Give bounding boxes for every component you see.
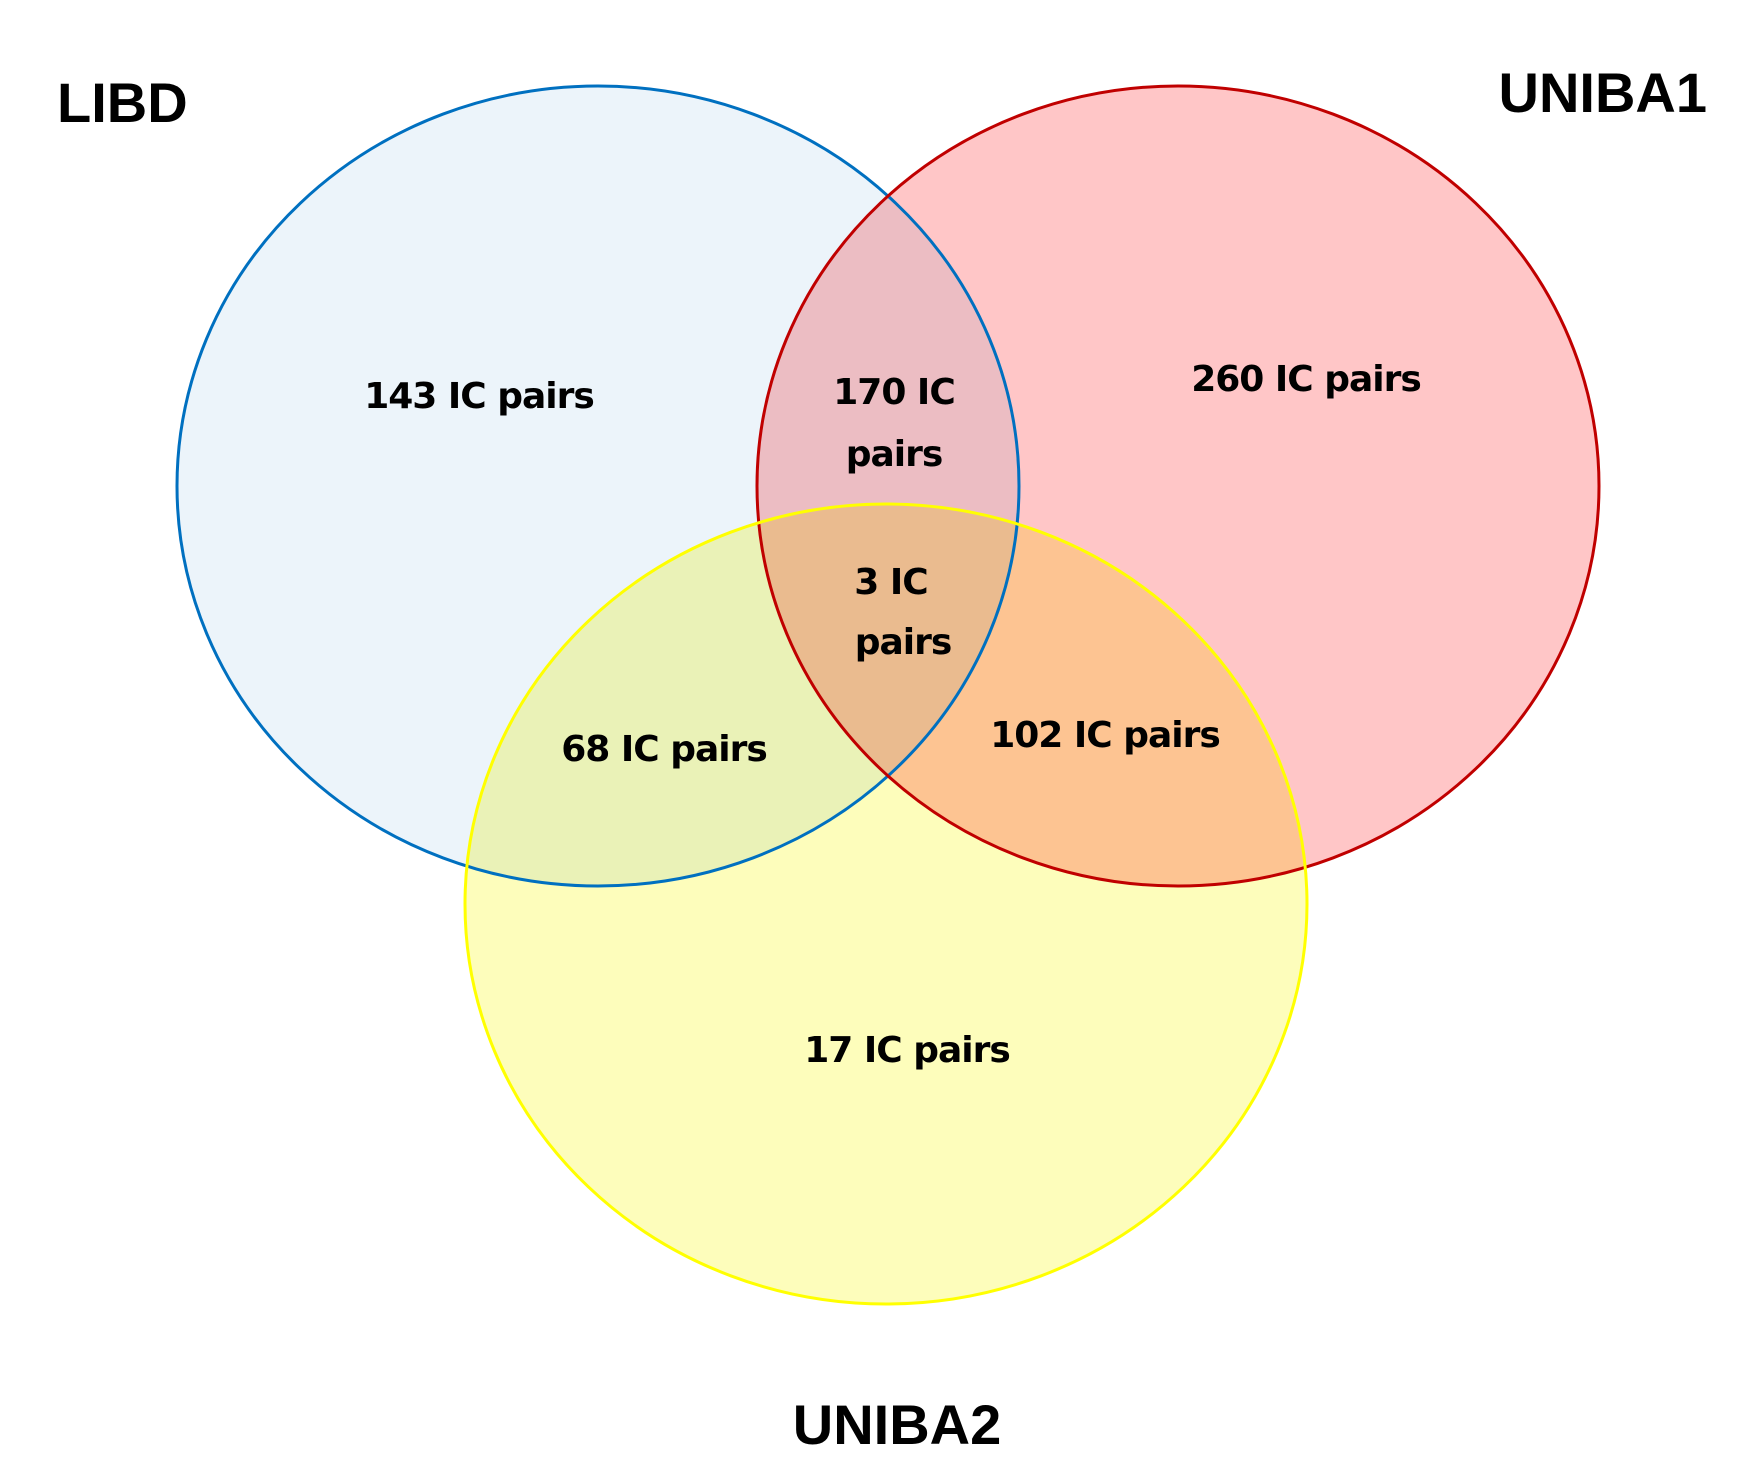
region-libd-uniba1-line1: 170 IC	[833, 372, 955, 413]
uniba1-label: UNIBA1	[1499, 61, 1707, 124]
uniba2-circle-fill	[465, 504, 1307, 1304]
region-libd-uniba1-line2: pairs	[846, 434, 943, 475]
uniba2-label: UNIBA2	[793, 1393, 1001, 1456]
region-uniba1-only: 260 IC pairs	[1191, 359, 1421, 400]
region-libd-only: 143 IC pairs	[364, 376, 594, 417]
region-all-three-line2: pairs	[855, 622, 952, 663]
region-libd-uniba2: 68 IC pairs	[561, 729, 767, 770]
region-uniba1-uniba2: 102 IC pairs	[990, 715, 1220, 756]
libd-circle-outline	[175, 84, 1021, 888]
region-uniba2-only: 17 IC pairs	[804, 1030, 1010, 1071]
libd-label: LIBD	[57, 71, 188, 134]
uniba1-circle-outline	[755, 84, 1601, 888]
region-all-three-line1: 3 IC	[854, 562, 927, 603]
uniba2-circle-outline	[463, 502, 1309, 1306]
